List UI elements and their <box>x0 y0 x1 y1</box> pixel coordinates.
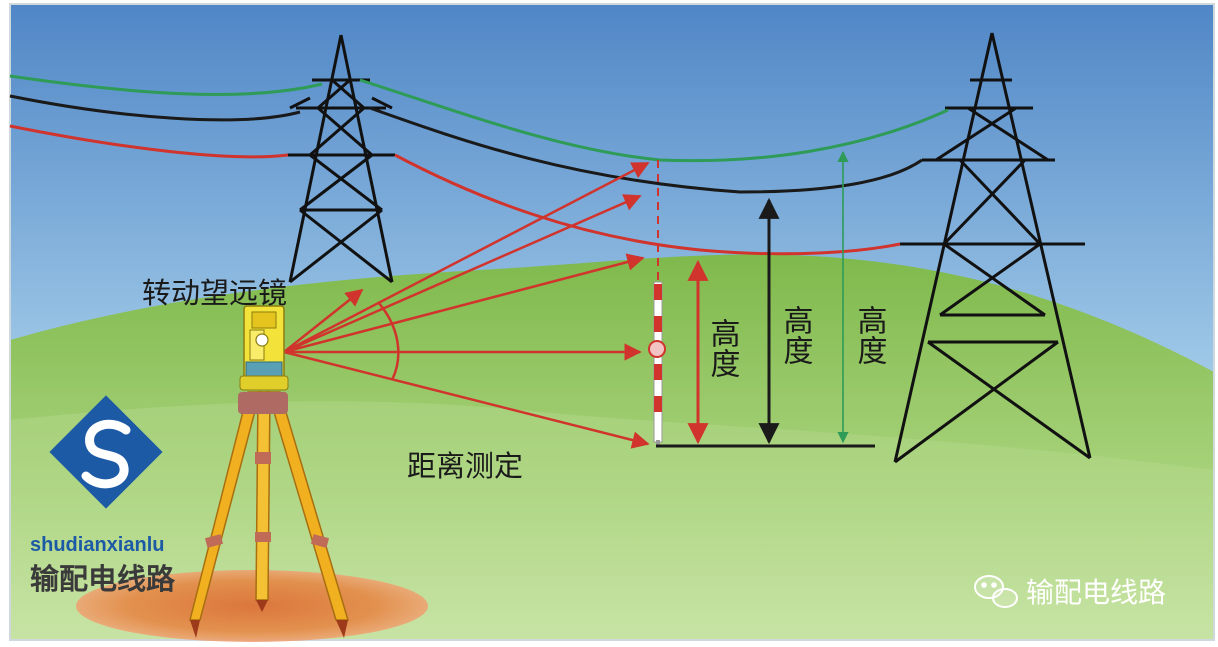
sight-lines <box>283 161 650 449</box>
label-height-black: 高度 <box>778 305 813 365</box>
label-height-red: 高度 <box>705 318 740 378</box>
sight-line-base <box>283 350 650 449</box>
transmission-tower-right <box>893 32 1092 464</box>
frame-border <box>9 3 1215 641</box>
rotation-arc <box>377 301 400 381</box>
rotation-arrow-head <box>283 288 364 353</box>
brand-logo: shudianxianlu 输配电线路 <box>30 395 176 596</box>
tripod <box>189 391 350 638</box>
leveling-staff <box>648 160 666 445</box>
sight-line-upper <box>283 194 642 354</box>
logo-latin-text: shudianxianlu <box>30 534 164 556</box>
wire-green <box>9 74 949 163</box>
logo-chinese-text: 输配电线路 <box>30 562 176 596</box>
label-rotate-telescope: 转动望远镜 <box>142 276 287 310</box>
staff-body <box>653 281 663 443</box>
sight-line-middle <box>283 253 645 354</box>
transmission-tower-left <box>287 34 395 284</box>
wechat-icon <box>974 575 1018 608</box>
wire-black <box>9 94 923 194</box>
watermark: 输配电线路 <box>974 575 1166 609</box>
staff-target <box>648 340 666 358</box>
watermark-text: 输配电线路 <box>1026 576 1166 609</box>
diamond-s-logo-icon <box>49 395 163 509</box>
label-distance-measure: 距离测定 <box>407 449 523 483</box>
sight-line-top <box>283 161 650 354</box>
total-station-icon <box>239 305 289 391</box>
label-height-green: 高度 <box>852 305 887 365</box>
tripod-head <box>238 392 288 414</box>
